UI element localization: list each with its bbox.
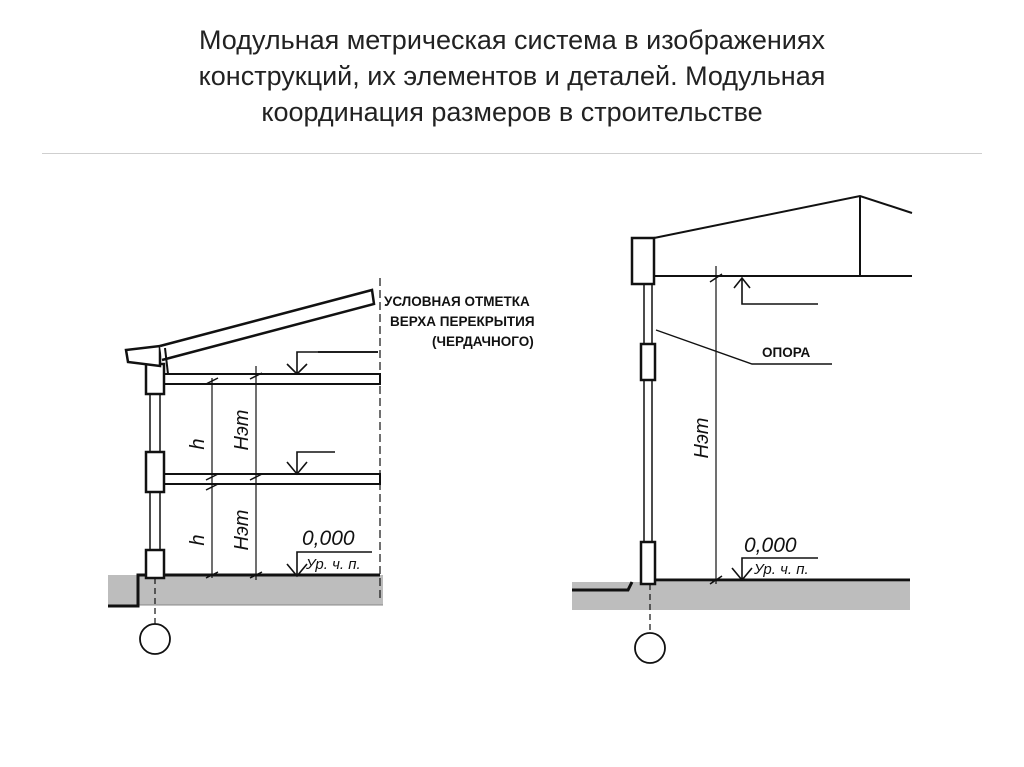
right-building-section: Hэт ОПОРА 0,000 Ур. ч. п. (572, 194, 913, 664)
foundation-step (108, 573, 146, 608)
axis-marker (139, 623, 171, 655)
page-title: Модульная метрическая система в изображе… (40, 22, 984, 130)
dim-label-h-lower: h (187, 534, 209, 545)
support-label: ОПОРА (762, 345, 811, 360)
title-line-1: Модульная метрическая система в изображе… (199, 25, 825, 55)
title-line-3: координация размеров в строительстве (261, 97, 763, 127)
ground-fill-right (572, 582, 910, 610)
dim-label-H-lower: Hэт (231, 510, 253, 551)
support-leader (655, 329, 832, 365)
floor-slab-attic (145, 373, 381, 385)
dim-label-h-upper: h (187, 438, 209, 449)
roof-line-right (653, 194, 913, 239)
roof-cornice (124, 344, 162, 368)
zero-level-marker-left (286, 551, 372, 578)
floor-slab-middle (145, 473, 381, 485)
axis-marker-right (634, 632, 666, 664)
roof-slab (159, 288, 376, 362)
level-marker-middle (286, 451, 335, 476)
title-divider (42, 153, 982, 154)
zero-level-marker-right (731, 557, 818, 582)
zero-level-label-right: Ур. ч. п. (753, 561, 809, 578)
support-level-marker (733, 276, 818, 305)
zero-level-value-left: 0,000 (302, 527, 355, 550)
zero-level-value-right: 0,000 (744, 534, 797, 557)
callout-line-1: УСЛОВНАЯ ОТМЕТКА (384, 294, 530, 309)
zero-level-label-left: Ур. ч. п. (305, 556, 361, 573)
ground-fill (108, 575, 383, 605)
callout-line-3: (ЧЕРДАЧНОГО) (432, 334, 534, 349)
level-marker-attic (286, 351, 378, 376)
left-building-section: h h Hэт Hэт УСЛОВНАЯ ОТМЕТКА ВЕРХА ПЕРЕК… (108, 278, 535, 655)
callout-line-2: ВЕРХА ПЕРЕКРЫТИЯ (390, 314, 535, 329)
dim-label-H-right: Hэт (691, 418, 713, 459)
dim-label-H-upper: Hэт (231, 410, 253, 451)
title-line-2: конструкций, их элементов и деталей. Мод… (198, 61, 826, 91)
